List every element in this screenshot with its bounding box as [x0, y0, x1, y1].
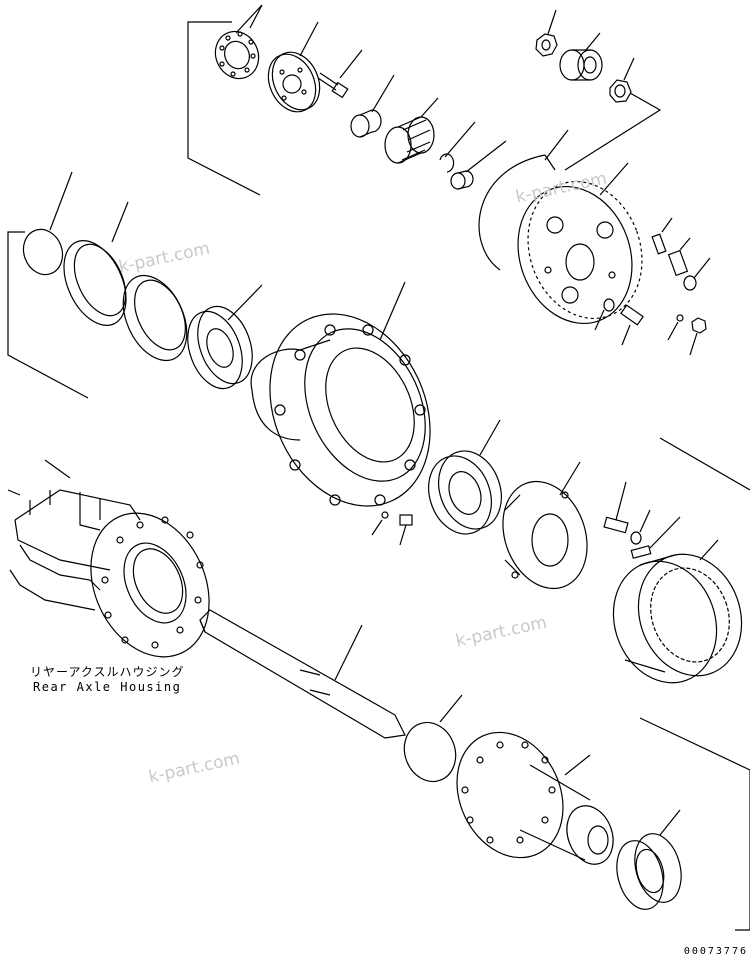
spindle-flange — [502, 461, 588, 590]
nut-top-right — [609, 57, 635, 103]
lock-washer — [214, 4, 263, 80]
caption-english: Rear Axle Housing — [33, 680, 182, 694]
ring-gear — [612, 539, 743, 684]
washer-right — [630, 509, 651, 545]
bearing-cup-left — [122, 274, 188, 362]
pin-carrier — [667, 314, 684, 341]
roller-bearing-top — [559, 32, 603, 81]
group-frame-right-low — [639, 717, 750, 931]
lock-plate-right — [630, 516, 681, 559]
bushing-small — [450, 140, 507, 190]
drawing-number: 00073776 — [683, 946, 748, 957]
nut-carrier — [689, 317, 707, 356]
oil-seal — [63, 201, 129, 326]
axle-shaft — [199, 609, 406, 739]
o-ring-left — [22, 171, 73, 276]
bolt-small — [317, 49, 363, 99]
planet-pin — [651, 217, 691, 277]
group-frame-left — [7, 231, 89, 399]
seal-ring-bottom — [616, 809, 682, 910]
bearing-cone-small — [350, 74, 395, 138]
bolt-right — [603, 481, 629, 534]
bolt-carrier — [620, 304, 644, 346]
nut-top — [535, 9, 558, 57]
needle-bearing — [384, 97, 439, 164]
group-frame-top — [187, 21, 261, 196]
bearing-cone-left — [187, 284, 263, 390]
hub-bolt — [371, 511, 413, 546]
plug-small — [683, 257, 711, 291]
caption-japanese: リヤーアクスルハウジング — [30, 665, 185, 679]
snap-ring — [439, 121, 476, 173]
bearing-cone-right — [428, 419, 502, 535]
group-frame-right-mid — [659, 437, 750, 491]
rear-axle-housing — [7, 459, 210, 658]
group-frame-right-top — [564, 92, 662, 171]
output-flange — [456, 731, 614, 865]
o-ring-large — [478, 129, 569, 271]
retainer-plate — [267, 21, 321, 113]
wheel-hub — [250, 281, 431, 507]
washer-carrier — [594, 298, 615, 331]
o-ring-lower — [403, 694, 463, 783]
